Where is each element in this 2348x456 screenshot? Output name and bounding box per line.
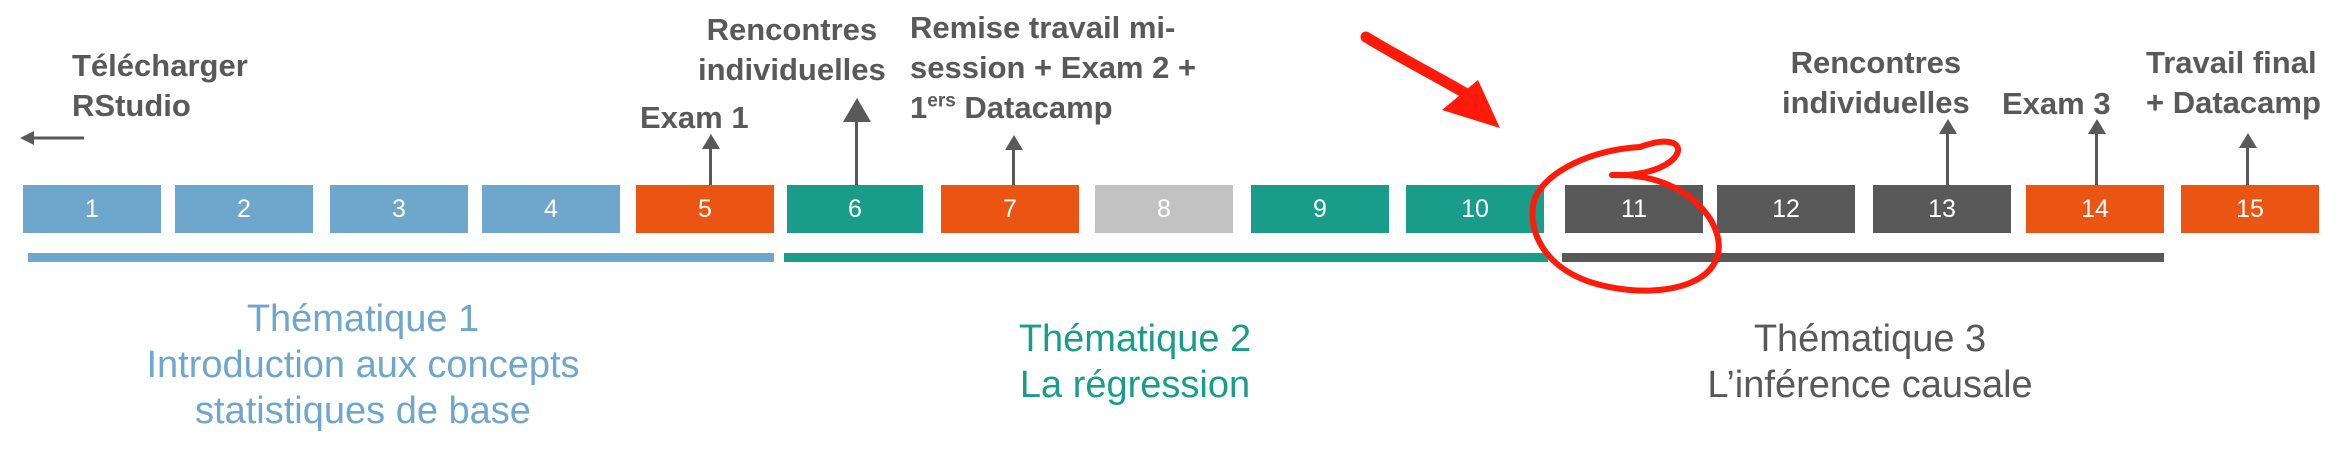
meetings2-line1: Rencontres [1790, 45, 1962, 80]
final-arrow-icon [2246, 146, 2249, 185]
week-box-10: 10 [1406, 185, 1544, 233]
theme1-line2: Introduction aux concepts [146, 344, 580, 386]
meetings1-line2: individuelles [698, 52, 886, 87]
meetings2-line2: individuelles [1782, 85, 1970, 120]
midterm-line2: session + Exam 2 + [910, 50, 1197, 85]
meetings2-arrow-icon [1946, 132, 1949, 185]
exam1-arrow-icon [709, 147, 712, 185]
theme3-line2: L’inférence causale [1707, 364, 2033, 406]
theme1-label: Thématique 1 Introduction aux concepts s… [88, 296, 638, 434]
theme3-bar [1562, 253, 2164, 262]
theme3-label: Thématique 3 L’inférence causale [1630, 316, 2110, 408]
midterm-line1: Remise travail mi- [910, 10, 1176, 45]
meetings1-arrow-icon [855, 120, 858, 185]
week-box-9: 9 [1251, 185, 1389, 233]
download-rstudio-note: Télécharger RStudio [72, 46, 248, 126]
week-box-12: 12 [1717, 185, 1855, 233]
week-box-1: 1 [23, 185, 161, 233]
final-line1: Travail final [2146, 45, 2317, 80]
midterm-line3: 1ers Datacamp [910, 90, 1113, 125]
download-line1: Télécharger [72, 48, 248, 83]
theme2-line2: La régression [1019, 364, 1251, 406]
midterm-note: Remise travail mi- session + Exam 2 + 1e… [910, 8, 1196, 128]
week-box-3: 3 [330, 185, 468, 233]
exam3-arrow-icon [2095, 132, 2098, 185]
week-box-4: 4 [482, 185, 620, 233]
week-box-2: 2 [175, 185, 313, 233]
week-box-13: 13 [1873, 185, 2011, 233]
meetings1-note: Rencontres individuelles [698, 10, 886, 90]
week-box-15: 15 [2181, 185, 2319, 233]
theme3-title: Thématique 3 [1753, 318, 1987, 360]
week-box-8: 8 [1095, 185, 1233, 233]
red-arrow-icon [1360, 31, 1500, 128]
theme2-label: Thématique 2 La régression [900, 316, 1370, 408]
midterm-arrow-icon [1012, 148, 1015, 185]
theme1-line3: statistiques de base [195, 390, 531, 432]
exam3-note: Exam 3 [2002, 86, 2111, 121]
download-line2: RStudio [72, 88, 191, 123]
week-box-7: 7 [941, 185, 1079, 233]
final-note: Travail final + Datacamp [2146, 43, 2321, 123]
exam1-note: Exam 1 [640, 100, 749, 135]
week-box-5: 5 [636, 185, 774, 233]
theme1-bar [28, 253, 774, 262]
theme2-title: Thématique 2 [1018, 318, 1252, 360]
week-box-6: 6 [787, 185, 923, 233]
week-box-14: 14 [2026, 185, 2164, 233]
red-circle-icon [1529, 138, 1722, 294]
theme2-bar [784, 253, 1548, 262]
theme1-title: Thématique 1 [246, 298, 480, 340]
left-arrow-icon [20, 131, 84, 145]
final-line2: + Datacamp [2146, 85, 2321, 120]
meetings2-note: Rencontres individuelles [1782, 43, 1970, 123]
meetings1-line1: Rencontres [706, 12, 878, 47]
